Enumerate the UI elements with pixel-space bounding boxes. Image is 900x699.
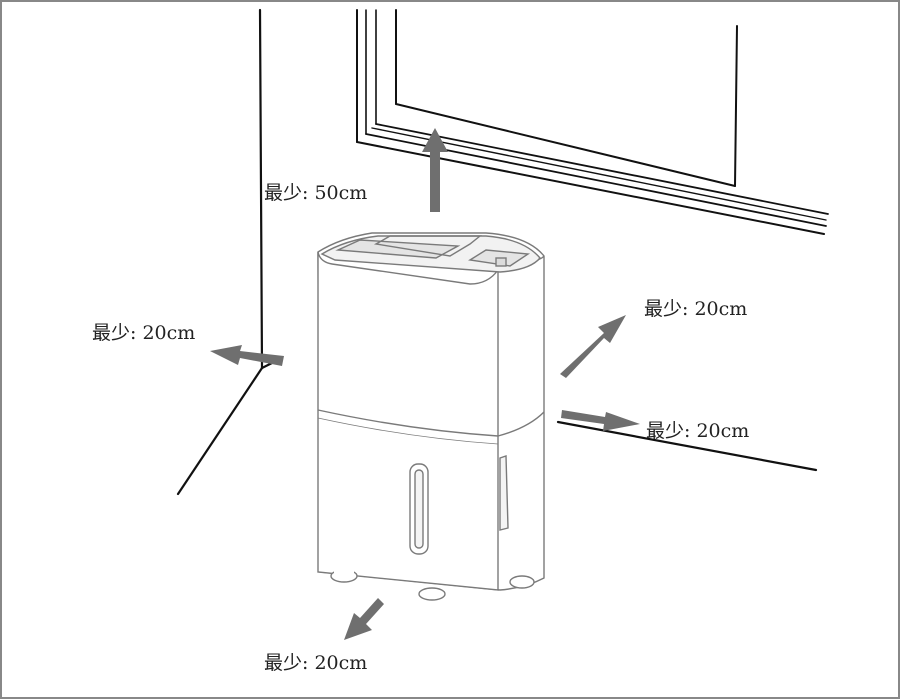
arrow-right <box>561 410 640 431</box>
left-floor-line <box>176 366 264 496</box>
clearance-labels: 最少: 50cm 最少: 20cm 最少: 20cm 最少: 20cm 最少: … <box>92 182 749 674</box>
arrow-left <box>210 345 284 366</box>
dehumidifier-unit <box>317 232 545 601</box>
label-right-lower: 最少: 20cm <box>646 420 749 442</box>
arrow-up <box>422 128 448 212</box>
arrow-right-up <box>560 315 626 378</box>
clearance-arrows <box>210 128 640 640</box>
wall-corner-line <box>258 8 264 370</box>
back-floor-line-right <box>556 420 818 472</box>
label-left: 最少: 20cm <box>92 322 195 344</box>
window-frame <box>356 9 829 235</box>
arrow-down <box>344 598 384 640</box>
label-right-upper: 最少: 20cm <box>644 298 747 320</box>
label-bottom: 最少: 20cm <box>264 652 367 674</box>
label-top: 最少: 50cm <box>264 182 367 204</box>
